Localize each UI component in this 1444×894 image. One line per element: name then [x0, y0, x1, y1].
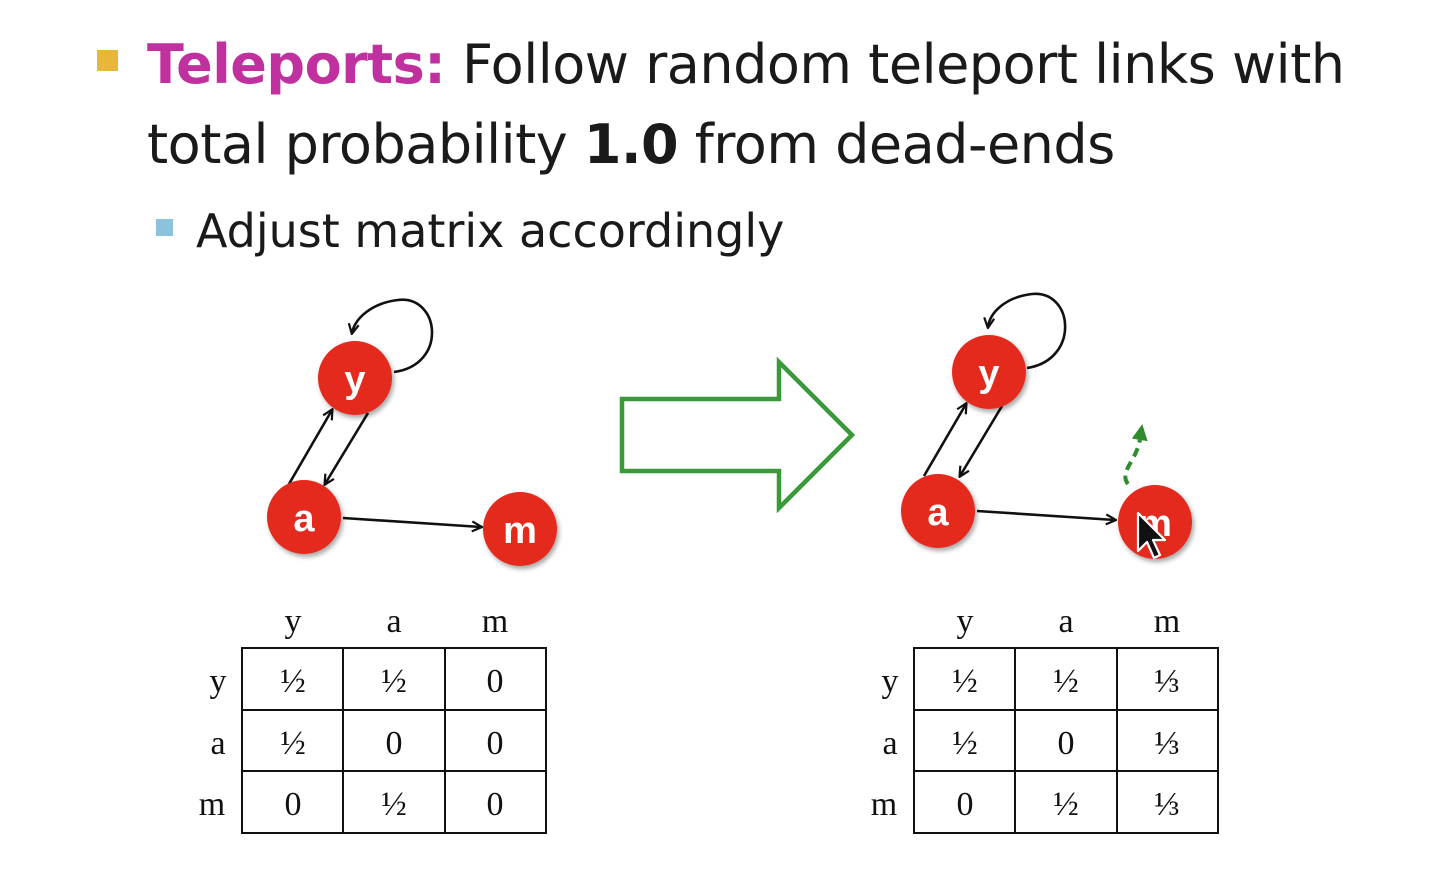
left-matrix-row-a: a — [210, 725, 225, 762]
left-matrix-row-y: y — [210, 663, 227, 700]
edge-a-to-m-right — [976, 509, 1115, 520]
node-m-label: m — [503, 510, 537, 552]
left-matrix-col-m: m — [482, 603, 508, 640]
dashed-arrow-icon — [1123, 424, 1148, 486]
edge-a-to-y — [287, 410, 332, 485]
heading-line-2: total probability 1.0 from dead-ends — [147, 106, 1115, 184]
right-matrix: y a m y a m ½ ½ ⅓ ½ 0 ⅓ 0 ½ ⅓ — [871, 603, 1219, 834]
node-a-right-label: a — [927, 492, 949, 534]
node-a-label: a — [293, 498, 315, 540]
secondary-bullet-icon — [156, 219, 173, 236]
edge-y-self-loop — [352, 298, 434, 374]
node-y-right-label: y — [978, 353, 999, 395]
left-matrix: y a m y a m ½ ½ 0 ½ 0 0 0 ½ 0 — [199, 603, 547, 834]
left-cell-y-y: ½ — [280, 663, 306, 700]
sub-bullet-text: Adjust matrix accordingly — [196, 204, 785, 258]
heading-line-2-suffix: from dead-ends — [678, 113, 1116, 176]
left-cell-y-m: 0 — [487, 663, 504, 700]
left-cell-m-a: ½ — [381, 786, 407, 823]
left-matrix-col-y: y — [285, 603, 302, 640]
right-cell-m-a: ½ — [1053, 786, 1079, 823]
heading-line-1-text: Follow random teleport links with — [445, 33, 1345, 96]
left-matrix-col-a: a — [386, 603, 401, 640]
right-cell-y-a: ½ — [1053, 663, 1079, 700]
left-cell-a-y: ½ — [280, 725, 306, 762]
teleports-keyword: Teleports: — [147, 33, 446, 96]
left-graph: y a m — [267, 298, 557, 566]
primary-bullet-icon — [97, 50, 118, 71]
mouse-pointer-icon — [1136, 511, 1167, 560]
node-a-right: a — [901, 474, 975, 548]
right-matrix-col-a: a — [1058, 603, 1073, 640]
right-cell-a-m: ⅓ — [1154, 725, 1180, 762]
right-cell-m-y: 0 — [957, 786, 974, 823]
right-cell-a-y: ½ — [952, 725, 978, 762]
left-cell-m-m: 0 — [487, 786, 504, 823]
right-matrix-col-m: m — [1154, 603, 1180, 640]
right-matrix-row-a: a — [882, 725, 897, 762]
node-a: a — [267, 480, 341, 554]
left-cell-a-m: 0 — [487, 725, 504, 762]
edge-y-self-loop-right — [988, 292, 1067, 370]
right-cell-a-a: 0 — [1058, 725, 1075, 762]
right-cell-y-y: ½ — [952, 663, 978, 700]
right-graph: y a m — [901, 292, 1192, 559]
node-y-right: y — [952, 335, 1026, 409]
heading-line-1: Teleports: Follow random teleport links … — [147, 26, 1345, 104]
node-y-label: y — [344, 359, 365, 401]
node-m: m — [483, 492, 557, 566]
edge-a-to-m — [342, 516, 481, 527]
edge-y-to-a — [325, 412, 370, 484]
node-m-right: m — [1118, 485, 1192, 559]
edge-y-to-a-right — [960, 405, 1004, 476]
right-arrow-outline-icon — [619, 356, 856, 514]
right-matrix-row-y: y — [882, 663, 899, 700]
left-cell-a-a: 0 — [386, 725, 403, 762]
left-matrix-row-m: m — [199, 786, 225, 823]
heading-line-2-prefix: total probability — [147, 113, 584, 176]
left-cell-m-y: 0 — [285, 786, 302, 823]
probability-value: 1.0 — [583, 113, 679, 176]
left-cell-y-a: ½ — [381, 663, 407, 700]
node-y: y — [318, 341, 392, 415]
right-matrix-row-m: m — [871, 786, 897, 823]
right-cell-m-m: ⅓ — [1154, 786, 1180, 823]
edge-a-to-y-right — [922, 404, 966, 477]
right-cell-y-m: ⅓ — [1154, 663, 1180, 700]
right-matrix-col-y: y — [957, 603, 974, 640]
